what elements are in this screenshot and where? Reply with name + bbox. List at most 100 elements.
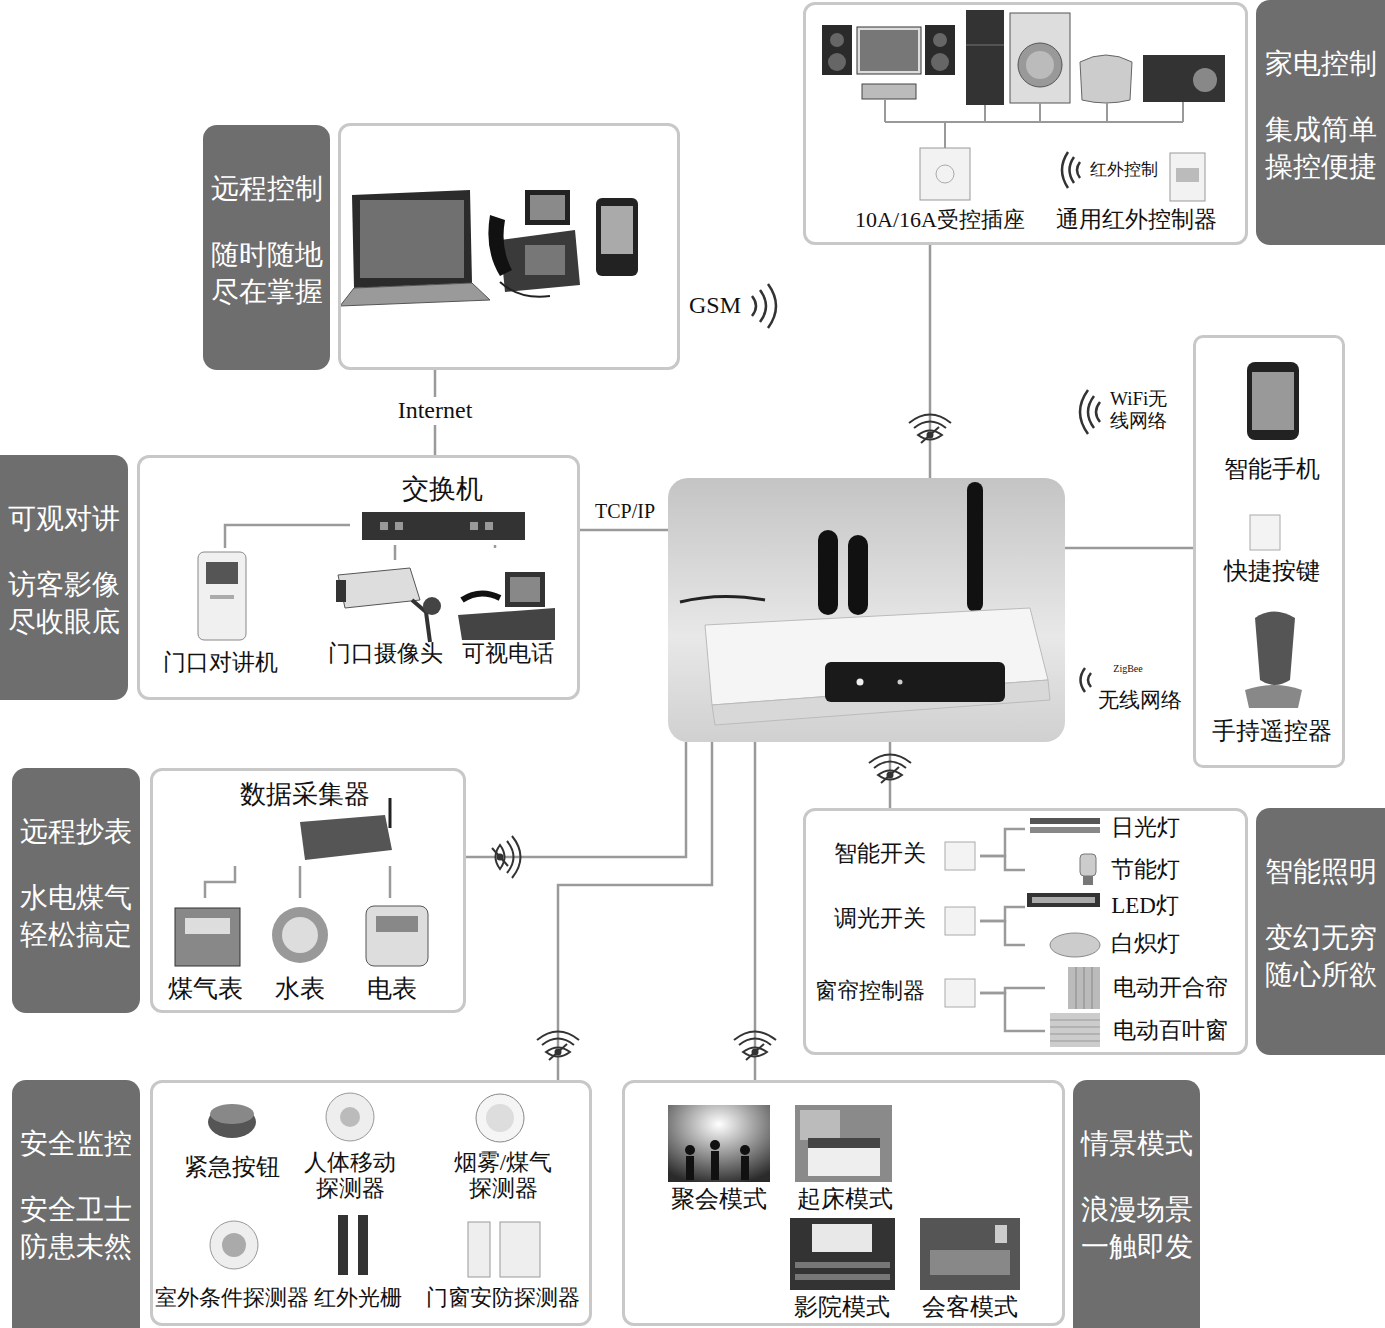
scene-pictures bbox=[808, 1138, 880, 1148]
caption-label: 室外条件探测器 bbox=[155, 1285, 309, 1310]
scene-pictures bbox=[795, 1274, 890, 1280]
panel-heading: 远程抄表 bbox=[20, 814, 132, 850]
caption-label: 烟雾/煤气 探测器 bbox=[443, 1150, 563, 1203]
socket-and-ir bbox=[920, 148, 970, 200]
connector bbox=[929, 245, 932, 478]
feature-panel: 可观对讲访客影像 尽收眼底交换机门口对讲机门口摄像头可视电话 bbox=[0, 455, 580, 700]
panel-slogan: 安全卫士 防患未然 bbox=[17, 1192, 135, 1265]
signal-waves bbox=[1062, 152, 1068, 188]
caption-label: 红外光栅 bbox=[314, 1285, 402, 1310]
label-tab: 安全监控安全卫士 防患未然 bbox=[12, 1080, 140, 1328]
device-caption: 水表 bbox=[275, 975, 325, 1004]
gateway-photo bbox=[680, 596, 765, 602]
wireless-symbol bbox=[734, 1032, 776, 1061]
connector bbox=[980, 829, 1025, 856]
meters bbox=[175, 908, 240, 966]
security-devices bbox=[476, 1094, 524, 1142]
scene-pictures bbox=[668, 1105, 770, 1182]
scene-pictures bbox=[711, 1151, 719, 1180]
connector bbox=[754, 742, 757, 1080]
meters bbox=[376, 916, 418, 932]
device: 可视电话 bbox=[455, 548, 560, 672]
connector bbox=[1065, 547, 1193, 550]
device: 门口摄像头 bbox=[322, 560, 452, 672]
panel-slogan: 集成简单 操控便捷 bbox=[1262, 112, 1380, 185]
appliances bbox=[1080, 55, 1132, 103]
control-devices bbox=[1250, 515, 1280, 550]
lighting-devices bbox=[1068, 967, 1100, 1009]
lamp: 白炽灯 bbox=[1025, 928, 1190, 963]
intercom-devices bbox=[198, 512, 555, 642]
device-caption: 调光开关 bbox=[834, 906, 926, 932]
appliances bbox=[1018, 43, 1062, 87]
panel-box bbox=[338, 123, 680, 370]
network-switch: 交换机 bbox=[350, 472, 535, 545]
security-devices bbox=[340, 1107, 360, 1127]
device-caption: 电表 bbox=[367, 975, 417, 1004]
intercom-devices bbox=[362, 512, 525, 540]
appliances bbox=[862, 84, 916, 99]
security-devices bbox=[358, 1215, 368, 1275]
gateway-photo bbox=[857, 679, 864, 686]
lighting-devices bbox=[1030, 827, 1100, 833]
signal-waves bbox=[1088, 396, 1094, 428]
connector bbox=[225, 525, 350, 548]
signal-waves bbox=[760, 290, 766, 322]
device-caption: 日光灯 bbox=[1111, 815, 1180, 841]
connector bbox=[558, 742, 712, 1080]
scene-pictures bbox=[685, 1145, 695, 1155]
meter: 水表 bbox=[262, 898, 338, 1008]
lighting-devices bbox=[1030, 818, 1100, 824]
connector bbox=[394, 545, 397, 560]
device-caption: 白炽灯 bbox=[1111, 931, 1180, 957]
signal-waves bbox=[1096, 402, 1100, 422]
device-caption: 电动百叶窗 bbox=[1113, 1018, 1228, 1044]
mobile-phone bbox=[596, 198, 638, 276]
caption-label: ZigBee bbox=[1113, 663, 1142, 675]
panel-heading: 智能照明 bbox=[1265, 854, 1377, 890]
security-devices bbox=[486, 1104, 514, 1132]
desk-phone bbox=[500, 230, 580, 292]
scene-pictures bbox=[808, 1148, 880, 1176]
meter: 煤气表 bbox=[163, 898, 249, 1008]
connector bbox=[980, 921, 1025, 945]
label-tab: 远程抄表水电煤气 轻松搞定 bbox=[12, 768, 140, 1013]
intercom-devices bbox=[198, 552, 246, 640]
lighting-devices bbox=[1076, 967, 1092, 1009]
device-caption: 数据采集器 bbox=[240, 780, 370, 810]
control-devices bbox=[1245, 362, 1302, 708]
device: 门口对讲机 bbox=[150, 548, 290, 685]
device-caption: 交换机 bbox=[402, 474, 483, 505]
security-devices bbox=[222, 1233, 246, 1257]
home-gateway bbox=[668, 478, 1065, 742]
appliances bbox=[1143, 55, 1225, 102]
laptop bbox=[340, 283, 490, 306]
scene-pictures bbox=[710, 1140, 720, 1150]
scene-pictures bbox=[741, 1156, 749, 1180]
laptop bbox=[352, 190, 472, 288]
device-caption: 电动开合帘 bbox=[1113, 975, 1228, 1001]
scene-pictures bbox=[920, 1218, 1020, 1290]
scene-pictures bbox=[686, 1156, 694, 1180]
scene-pictures bbox=[800, 1110, 840, 1140]
device-caption: 快捷按键 bbox=[1224, 558, 1320, 586]
wireless-symbol bbox=[869, 755, 911, 784]
device-caption: 门口摄像头 bbox=[328, 641, 443, 667]
panel-slogan: 浪漫场景 一触即发 bbox=[1078, 1192, 1196, 1265]
lighting-devices bbox=[945, 979, 975, 1007]
label-tab: 家电控制集成简单 操控便捷 bbox=[1256, 0, 1385, 245]
caption-label: 无线网络 bbox=[1098, 688, 1182, 712]
security-devices bbox=[338, 1215, 348, 1275]
appliances bbox=[966, 10, 1004, 105]
socket-and-ir bbox=[936, 165, 954, 183]
appliances bbox=[860, 30, 918, 71]
security-devices bbox=[210, 1104, 254, 1124]
desk-phone bbox=[525, 245, 565, 275]
connector bbox=[980, 856, 1025, 870]
scene-pictures bbox=[995, 1225, 1007, 1243]
signal-waves bbox=[752, 296, 756, 316]
panel-slogan: 水电煤气 轻松搞定 bbox=[17, 880, 135, 953]
connector bbox=[466, 742, 686, 857]
caption-label: 人体移动 探测器 bbox=[300, 1150, 400, 1203]
